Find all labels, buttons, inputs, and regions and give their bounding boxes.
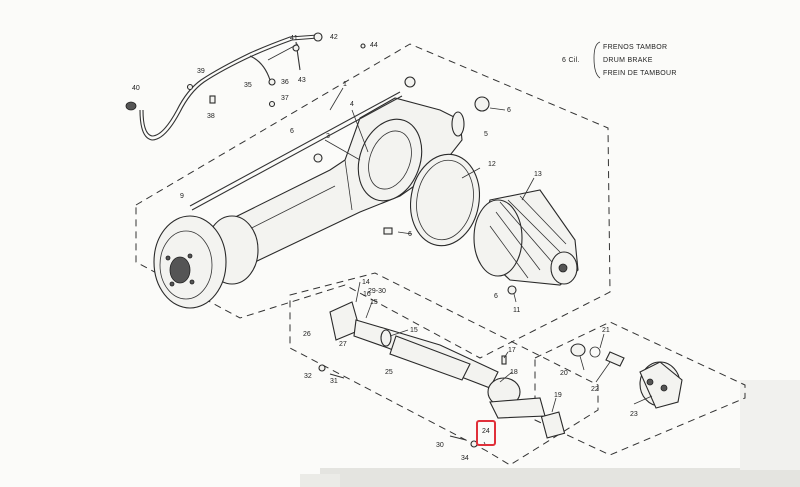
drive-shaft: [329, 301, 566, 439]
callout-6-bottom: 6: [494, 293, 498, 300]
callout-31: 31: [330, 378, 338, 385]
joint-group-boundary: [534, 321, 746, 456]
callout-15-top: 15: [370, 299, 378, 306]
callout-25: 25: [385, 369, 393, 376]
header-line-2: DRUM BRAKE: [603, 57, 653, 64]
callout-11: 11: [513, 307, 520, 314]
callout-35: 35: [244, 82, 252, 89]
callout-15-mid: 15: [410, 327, 418, 334]
callout-27: 27: [339, 341, 347, 348]
callout-4: 4: [350, 101, 354, 108]
callout-41: 41: [290, 35, 298, 42]
callout-6-mid: 6: [408, 231, 412, 238]
callout-16: 16: [363, 291, 371, 298]
callout-20: 20: [560, 370, 568, 377]
brake-pipe: [125, 32, 366, 141]
callout-12: 12: [488, 161, 496, 168]
callout-5: 5: [484, 131, 488, 138]
callout-18: 18: [510, 369, 518, 376]
callout-38: 38: [207, 113, 215, 120]
callout-3: 3: [326, 133, 330, 140]
callout-13: 13: [534, 171, 542, 178]
callout-22: 22: [591, 386, 599, 393]
callout-17: 17: [508, 347, 516, 354]
callout-29-30: 29-30: [368, 288, 386, 295]
header-line-1: FRENOS TAMBOR: [603, 44, 667, 51]
slip-joint: [570, 343, 683, 409]
callout-19: 19: [554, 392, 562, 399]
callout-40: 40: [132, 85, 140, 92]
callout-30: 30: [436, 442, 444, 449]
callout-34: 34: [461, 455, 469, 462]
callout-1: 1: [343, 81, 347, 88]
callout-26: 26: [303, 331, 311, 338]
callout-14: 14: [362, 279, 370, 286]
callout-23: 23: [630, 411, 638, 418]
callout-6-top: 6: [507, 107, 511, 114]
callout-24: 24: [482, 428, 490, 435]
callout-42: 42: [330, 34, 338, 41]
callout-37: 37: [281, 95, 289, 102]
differential-carrier: [473, 189, 579, 295]
callout-36: 36: [281, 79, 289, 86]
header-line-3: FREIN DE TAMBOUR: [603, 70, 677, 77]
callout-44: 44: [370, 42, 378, 49]
callout-21: 21: [602, 327, 610, 334]
callout-9: 9: [180, 193, 184, 200]
scan-noise: [300, 380, 800, 487]
callout-labels: 1 3 4 5 6 6 6 6 11 12 13 14 15 15 16 17 …: [132, 34, 638, 462]
callout-39: 39: [197, 68, 205, 75]
callout-43: 43: [298, 77, 306, 84]
axle-group-boundary: [135, 43, 611, 359]
callout-32: 32: [304, 373, 312, 380]
gasket: [410, 153, 480, 247]
brake-drum: [153, 215, 259, 309]
axle-housing: [189, 76, 490, 263]
header-block: 6 Cil. FRENOS TAMBOR DRUM BRAKE FREIN DE…: [562, 41, 677, 79]
header-cyl: 6 Cil.: [562, 57, 580, 64]
callout-6-left: 6: [290, 128, 294, 135]
highlight-box-24: [476, 420, 496, 446]
hardware: [318, 231, 478, 448]
